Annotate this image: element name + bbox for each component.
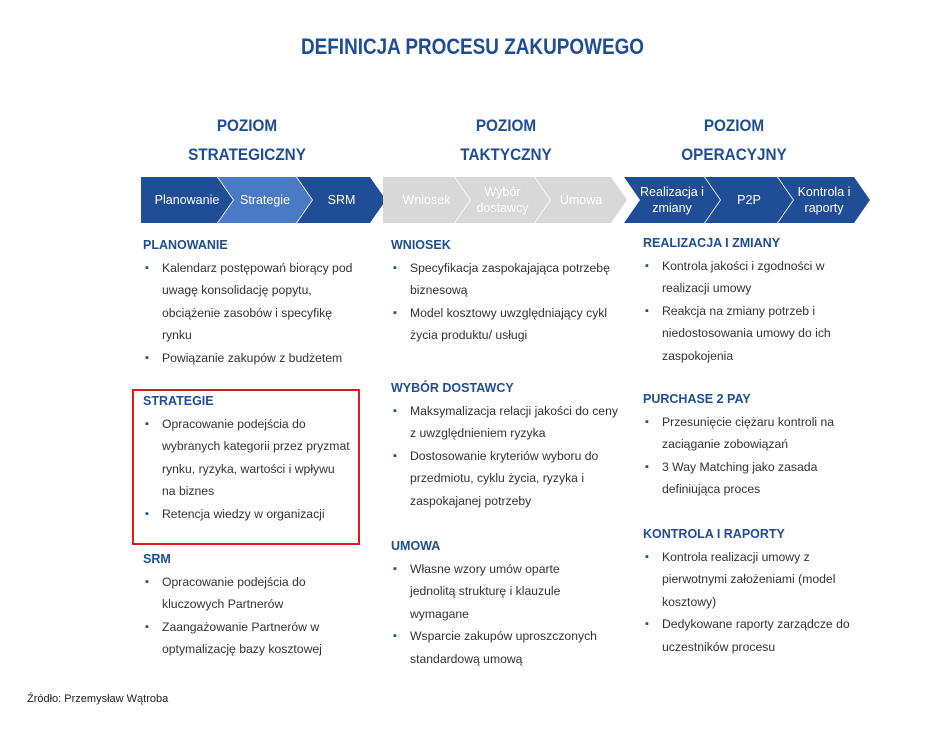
- level-strategic-line1: POZIOM: [216, 116, 278, 135]
- heading-p2p: PURCHASE 2 PAY: [643, 392, 751, 406]
- level-operational: POZIOM OPERACYJNY: [635, 111, 833, 169]
- page-title: DEFINICJA PROCESU ZAKUPOWEGO: [300, 34, 645, 59]
- list-item: Kontrola jakości i zgodności w realizacj…: [643, 255, 858, 300]
- heading-wniosek: WNIOSEK: [391, 238, 451, 252]
- list-item: 3 Way Matching jako zasada definiująca p…: [643, 456, 858, 501]
- list-item: Retencja wiedzy w organizacji: [143, 503, 351, 526]
- level-operational-line2: OPERACYJNY: [681, 145, 787, 164]
- heading-strategie: STRATEGIE: [143, 394, 214, 408]
- column-strategic: PLANOWANIE Kalendarz postępowań biorący …: [143, 234, 358, 369]
- list-item: Opracowanie podejścia do wybranych kateg…: [143, 413, 351, 503]
- column-operational-p2p: PURCHASE 2 PAY Przesunięcie ciężaru kont…: [643, 388, 858, 501]
- level-tactical: POZIOM TAKTYCZNY: [407, 111, 605, 169]
- heading-planowanie: PLANOWANIE: [143, 238, 228, 252]
- level-tactical-line1: POZIOM: [475, 116, 537, 135]
- list-item: Reakcja na zmiany potrzeb i niedostosowa…: [643, 300, 858, 368]
- list-item: Dedykowane raporty zarządcze do uczestni…: [643, 613, 858, 658]
- column-tactical-wniosek: WNIOSEK Specyfikacja zaspokajająca potrz…: [391, 234, 619, 347]
- list-item: Wsparcie zakupów uproszczonych standardo…: [391, 625, 606, 670]
- column-operational-realizacja: REALIZACJA I ZMIANY Kontrola jakości i z…: [643, 232, 858, 367]
- list-item: Kalendarz postępowań biorący pod uwagę k…: [143, 257, 358, 347]
- heading-kontrola: KONTROLA I RAPORTY: [643, 527, 785, 541]
- heading-umowa: UMOWA: [391, 539, 441, 553]
- column-operational-kontrola: KONTROLA I RAPORTY Kontrola realizacji u…: [643, 523, 858, 658]
- chevron-realizacja: Realizacja i zmiany: [624, 177, 720, 223]
- list-umowa: Własne wzory umów oparte jednolitą struk…: [391, 558, 606, 671]
- list-p2p: Przesunięcie ciężaru kontroli na zaciąga…: [643, 411, 858, 501]
- source-note: Źródło: Przemysław Wątroba: [27, 693, 169, 705]
- list-item: Model kosztowy uwzględniający cykl życia…: [391, 302, 619, 347]
- list-item: Specyfikacja zaspokajająca potrzebę bizn…: [391, 257, 619, 302]
- list-srm: Opracowanie podejścia do kluczowych Part…: [143, 571, 343, 661]
- chevron-wniosek: Wniosek: [383, 177, 470, 223]
- level-tactical-line2: TAKTYCZNY: [460, 145, 552, 164]
- list-planowanie: Kalendarz postępowań biorący pod uwagę k…: [143, 257, 358, 370]
- heading-wybor-dostawcy: WYBÓR DOSTAWCY: [391, 381, 514, 395]
- chevron-planowanie: Planowanie: [141, 177, 233, 223]
- list-kontrola: Kontrola realizacji umowy z pierwotnymi …: [643, 546, 858, 659]
- list-realizacja: Kontrola jakości i zgodności w realizacj…: [643, 255, 858, 368]
- list-item: Przesunięcie ciężaru kontroli na zaciąga…: [643, 411, 858, 456]
- level-operational-line1: POZIOM: [703, 116, 765, 135]
- list-strategie: Opracowanie podejścia do wybranych kateg…: [143, 413, 351, 526]
- list-item: Opracowanie podejścia do kluczowych Part…: [143, 571, 343, 616]
- column-strategic-srm: SRM Opracowanie podejścia do kluczowych …: [143, 548, 343, 661]
- highlight-box: [132, 389, 360, 545]
- list-wniosek: Specyfikacja zaspokajająca potrzebę bizn…: [391, 257, 619, 347]
- chevron-kontrola: Kontrola i raporty: [778, 177, 870, 223]
- list-item: Zaangażowanie Partnerów w optymalizację …: [143, 616, 343, 661]
- column-tactical-umowa: UMOWA Własne wzory umów oparte jednolitą…: [391, 535, 606, 670]
- list-wybor: Maksymalizacja relacji jakości do ceny z…: [391, 400, 619, 513]
- column-strategic-strategie: STRATEGIE Opracowanie podejścia do wybra…: [143, 390, 351, 525]
- level-strategic: POZIOM STRATEGICZNY: [148, 111, 346, 169]
- list-item: Dostosowanie kryteriów wyboru do przedmi…: [391, 445, 619, 513]
- level-strategic-line2: STRATEGICZNY: [188, 145, 306, 164]
- heading-srm: SRM: [143, 552, 171, 566]
- column-tactical-wybor: WYBÓR DOSTAWCY Maksymalizacja relacji ja…: [391, 377, 619, 512]
- list-item: Kontrola realizacji umowy z pierwotnymi …: [643, 546, 858, 614]
- heading-realizacja: REALIZACJA I ZMIANY: [643, 236, 781, 250]
- list-item: Własne wzory umów oparte jednolitą struk…: [391, 558, 606, 626]
- list-item: Powiązanie zakupów z budżetem: [143, 347, 358, 370]
- list-item: Maksymalizacja relacji jakości do ceny z…: [391, 400, 619, 445]
